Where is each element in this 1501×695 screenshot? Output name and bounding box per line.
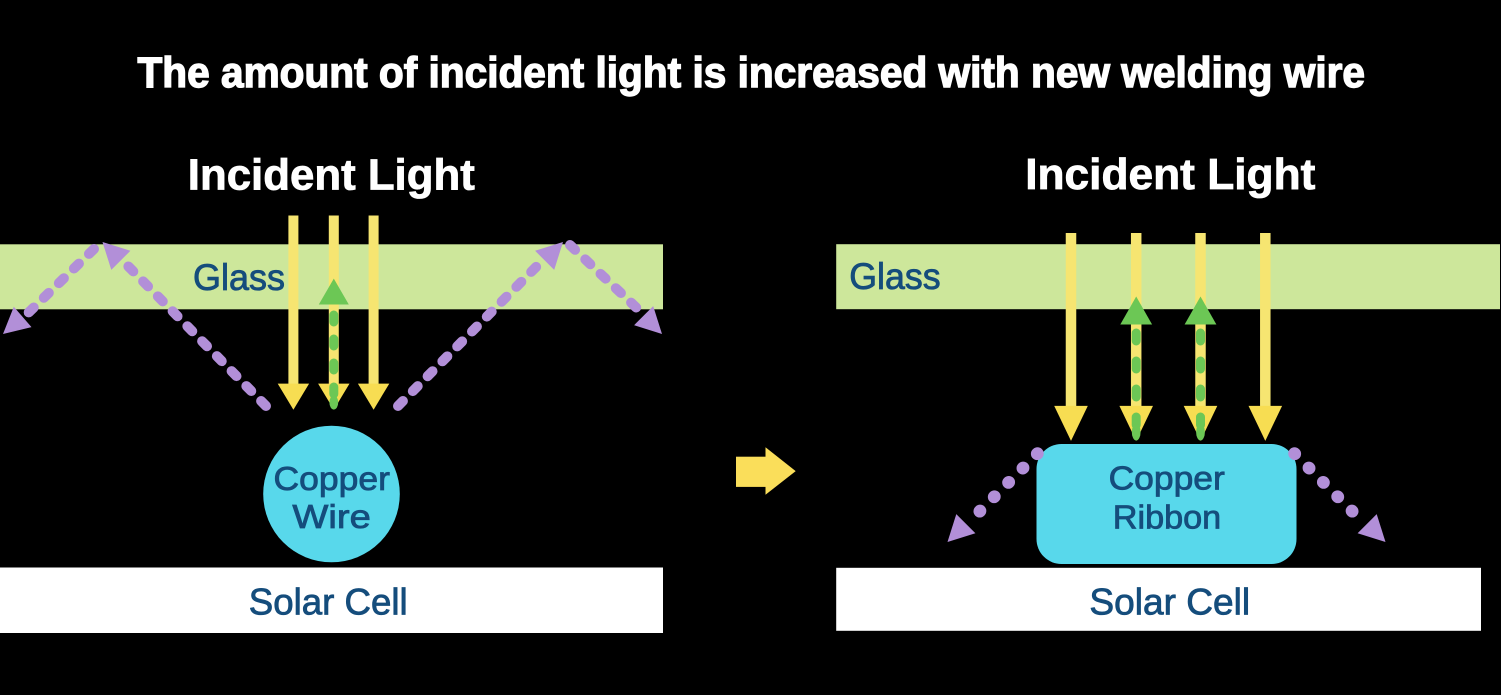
svg-text:Glass: Glass (849, 256, 940, 297)
svg-text:Glass: Glass (193, 257, 285, 298)
svg-text:Copper: Copper (1109, 460, 1225, 497)
svg-text:Solar Cell: Solar Cell (249, 581, 408, 622)
svg-text:Solar Cell: Solar Cell (1089, 581, 1250, 622)
svg-text:The amount of incident light i: The amount of incident light is increase… (138, 49, 1366, 97)
svg-text:Incident Light: Incident Light (1025, 150, 1316, 199)
svg-text:Ribbon: Ribbon (1113, 499, 1221, 536)
svg-text:Incident Light: Incident Light (188, 150, 475, 199)
svg-text:Wire: Wire (292, 498, 370, 535)
svg-text:Copper: Copper (274, 460, 390, 497)
